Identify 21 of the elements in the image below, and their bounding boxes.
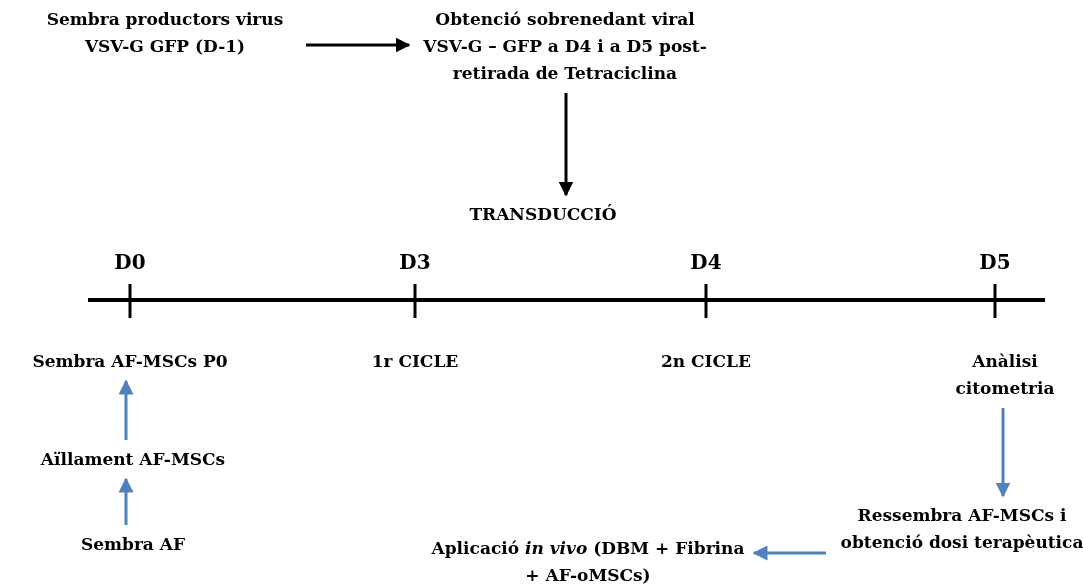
day-label: D0 [114,249,146,276]
step-text: Sembra AF [58,531,208,558]
step-text: Obtenció sobrenedant viral VSV-G – GFP a D4 i a D5 post-retirada de Tetraciclina [415,6,715,87]
step-text: Sembra productors virus VSV-G GFP (D-1) [30,6,300,60]
step-text: TRANSDUCCIÓ [458,201,628,228]
step-text: Aïllament AF-MSCs [8,446,258,473]
cycle-label: 1r CICLE [371,350,459,373]
cycle-label: 2n CICLE [661,350,751,373]
day-label: D5 [979,249,1011,276]
step-text: Anàlisi citometria [935,348,1075,402]
arrow [306,37,411,53]
day-label: D3 [399,249,431,276]
arrow [558,93,574,197]
arrow [995,408,1011,498]
day-label: D4 [690,249,722,276]
step-text: Sembra AF-MSCs P0 [5,348,255,375]
step-text: Ressembra AF-MSCs i obtenció dosi terapèutica [832,502,1083,556]
arrow [752,545,826,561]
step-text: Aplicació in vivo (DBM + Fibrina + AF-oMSCs) [428,535,748,588]
arrow [118,379,134,440]
arrow [118,477,134,525]
